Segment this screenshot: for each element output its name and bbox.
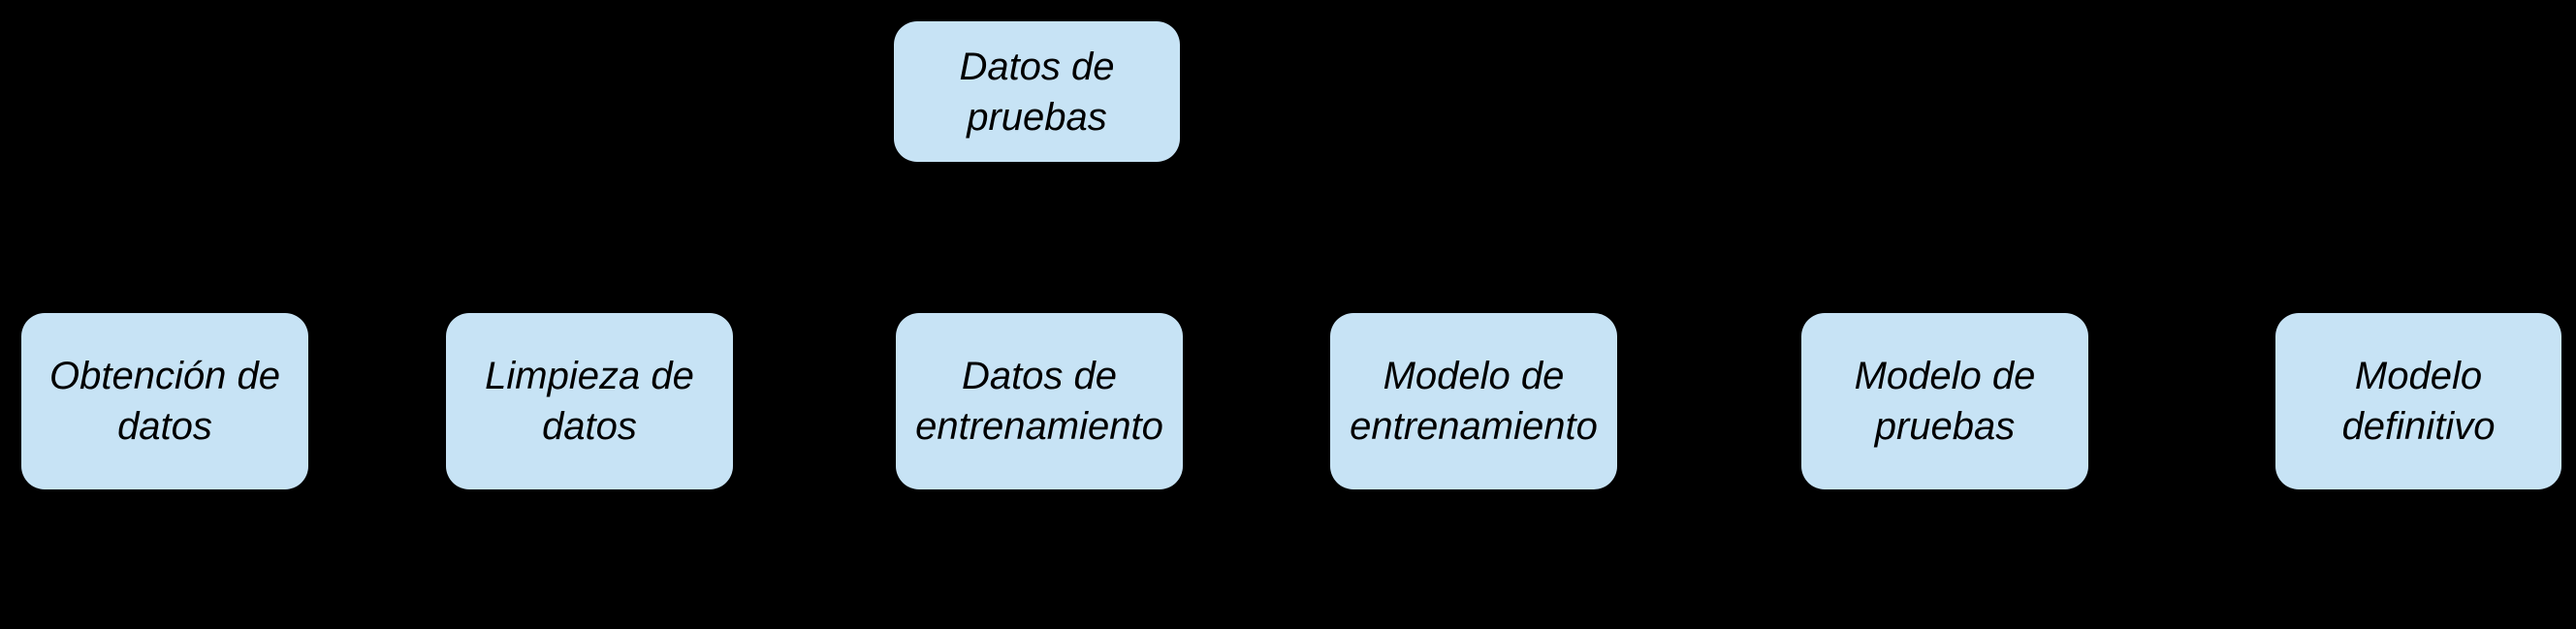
node-datos-de-pruebas: Datos de pruebas <box>894 21 1180 162</box>
node-label: Modelo de entrenamiento <box>1350 355 1598 448</box>
node-datos-de-entrenamiento: Datos de entrenamiento <box>896 313 1183 489</box>
node-obtencion-de-datos: Obtención de datos <box>21 313 308 489</box>
node-label: Modelo de pruebas <box>1854 355 2036 448</box>
node-modelo-de-pruebas: Modelo de pruebas <box>1801 313 2088 489</box>
node-label: Modelo definitivo <box>2341 355 2496 448</box>
node-modelo-definitivo: Modelo definitivo <box>2275 313 2561 489</box>
node-label: Limpieza de datos <box>485 355 694 448</box>
node-label: Datos de entrenamiento <box>915 355 1163 448</box>
node-label: Datos de pruebas <box>959 45 1115 139</box>
node-label: Obtención de datos <box>49 355 280 448</box>
node-limpieza-de-datos: Limpieza de datos <box>446 313 733 489</box>
node-modelo-de-entrenamiento: Modelo de entrenamiento <box>1330 313 1617 489</box>
